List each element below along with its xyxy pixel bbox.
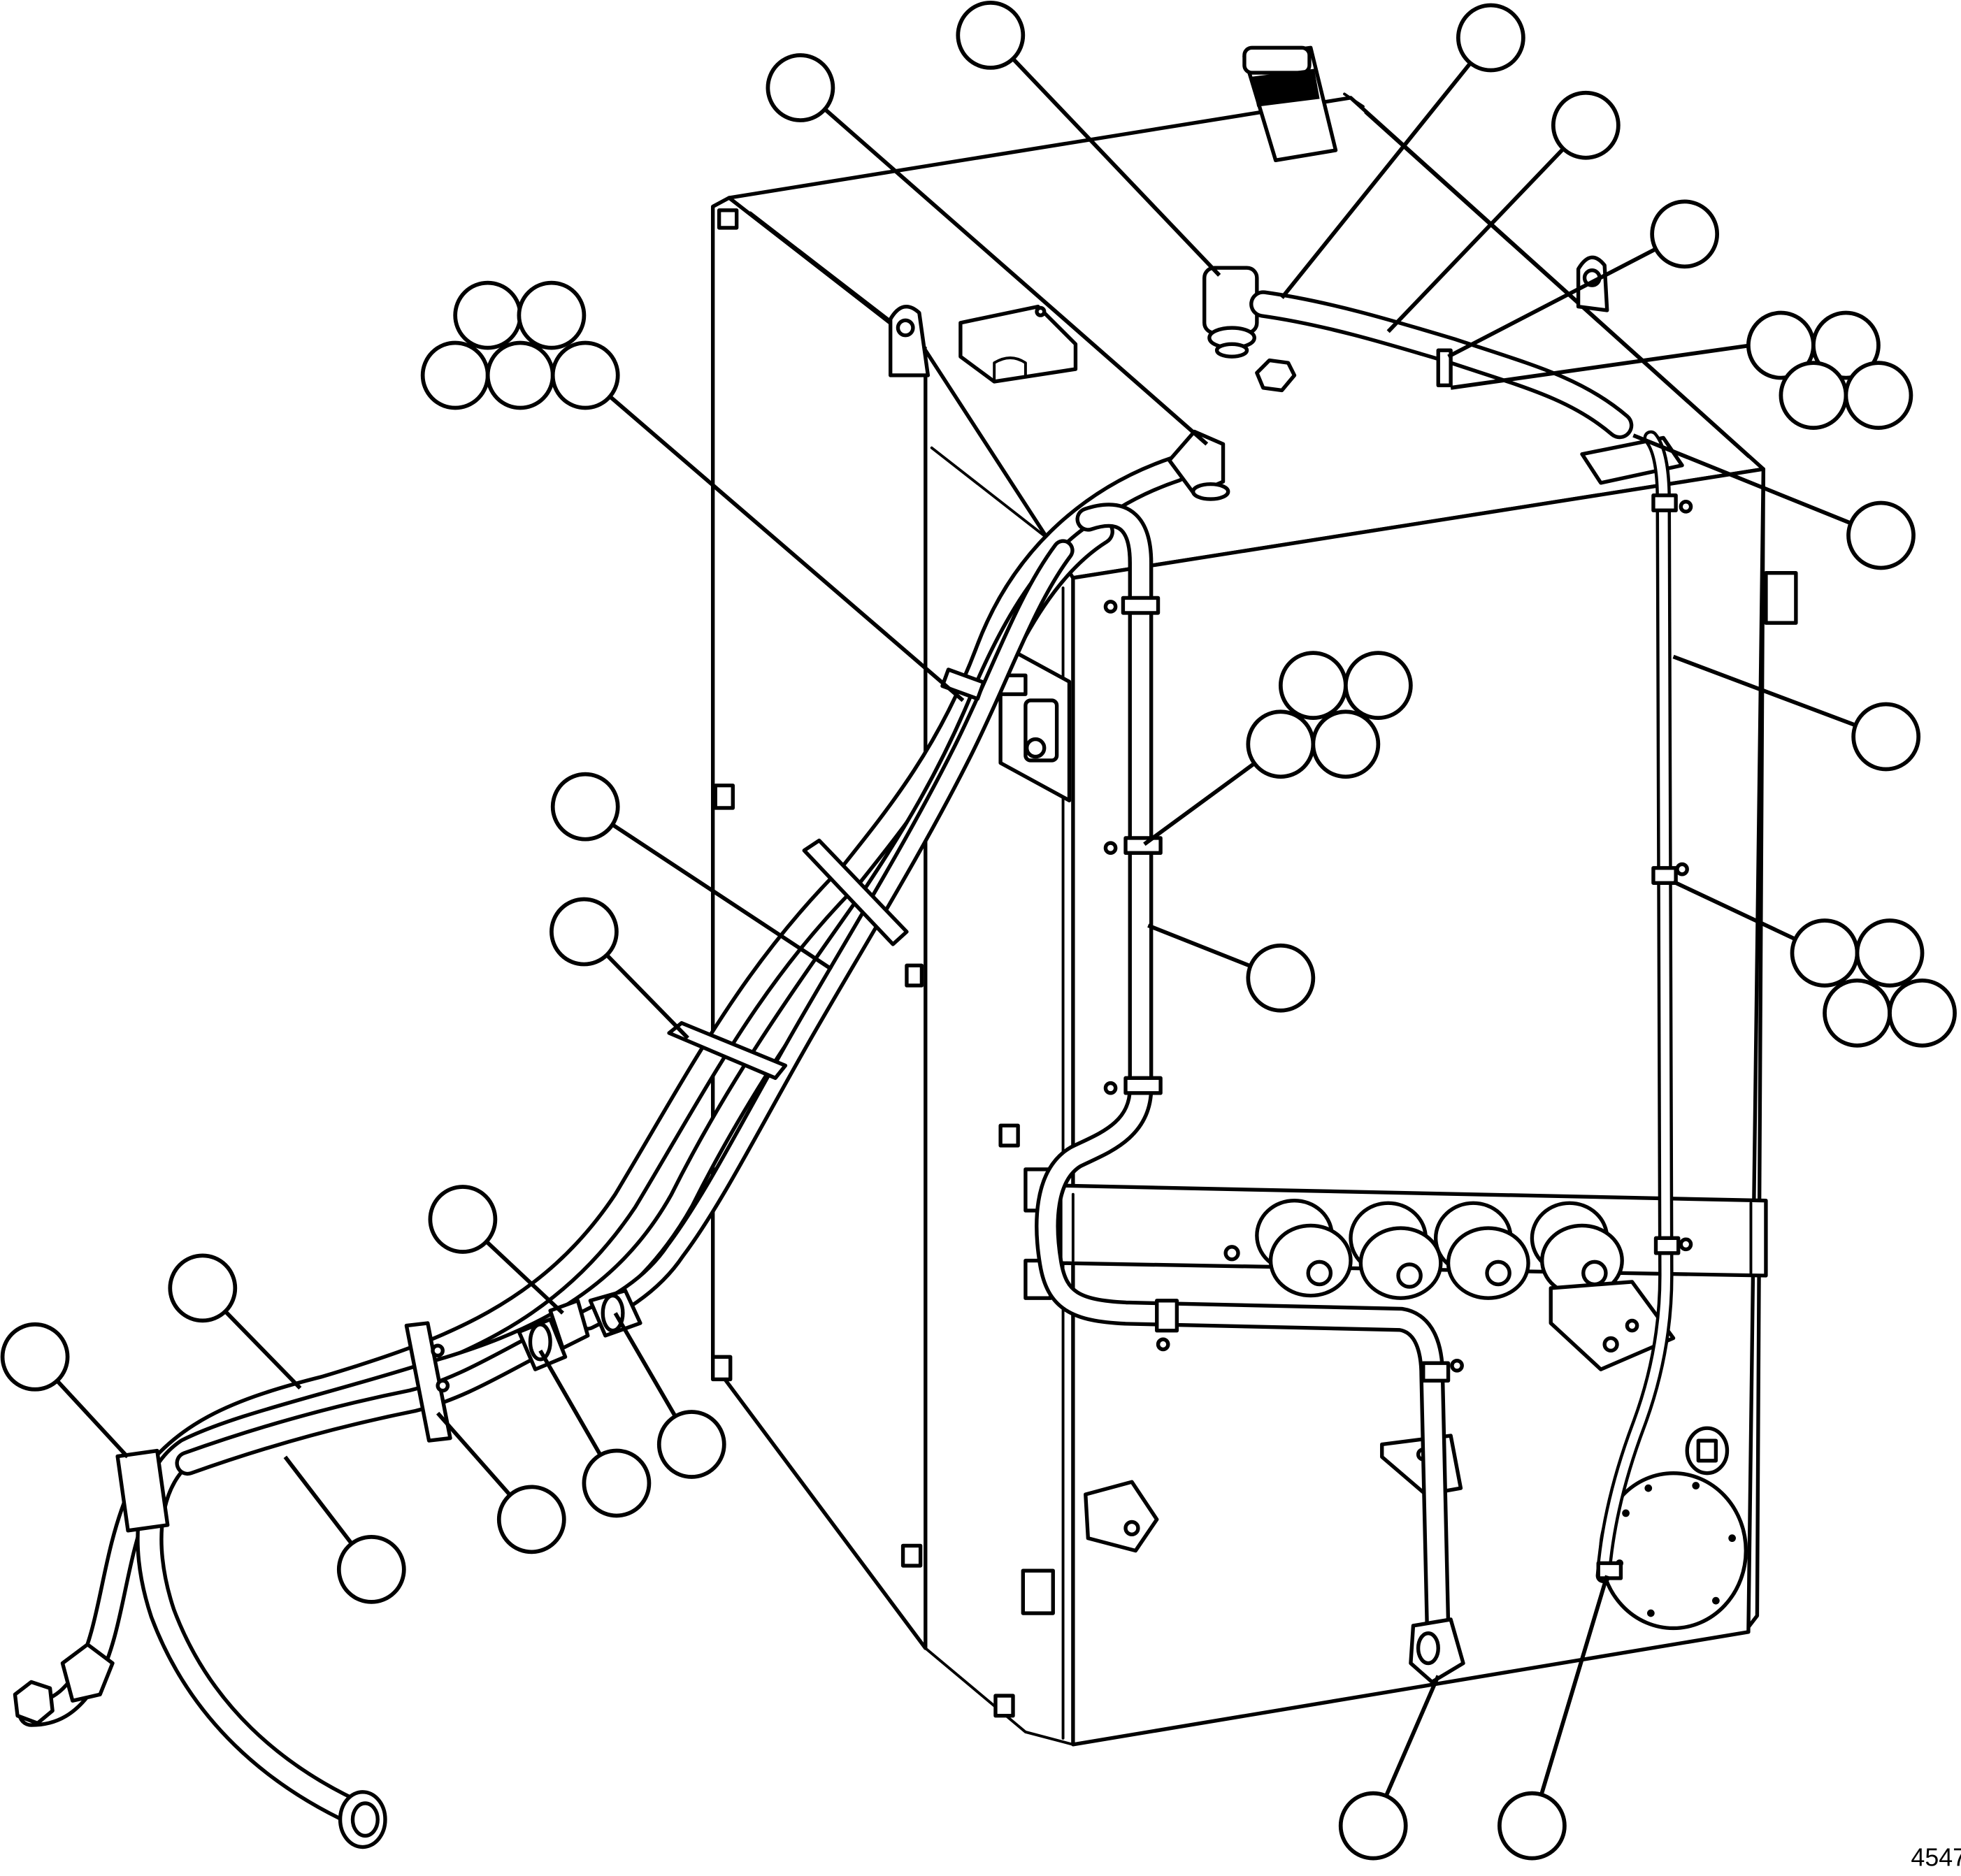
callout-balloon-c08: [420, 340, 490, 410]
tank-tab: [713, 784, 735, 810]
callout-balloon-c12: [1811, 310, 1881, 380]
callout-balloon-c22: [1246, 943, 1316, 1013]
side-fitting-right: [1764, 570, 1798, 625]
callout-balloon-c04: [1650, 199, 1720, 269]
end-fitting-hex: [13, 1680, 55, 1726]
clip-right-tube-4: [1596, 1561, 1623, 1580]
tank-left-bottom-edge: [924, 1647, 1075, 1746]
callout-balloon-c01: [956, 1, 1026, 70]
callout-balloon-c02: [1456, 3, 1525, 73]
side-valve-block: [998, 642, 1072, 802]
callout-balloon-c17: [1343, 651, 1413, 721]
drawing-id-number: 45471: [1911, 1843, 1961, 1871]
clamp-hose-pair-lower: [404, 1321, 452, 1443]
callout-balloon-c27: [1888, 978, 1957, 1048]
callout-balloon-c31: [656, 1410, 726, 1479]
callout-balloon-c33: [496, 1485, 566, 1554]
clip-return-tube-1: [1155, 1299, 1179, 1333]
callout-balloon-c03: [1551, 90, 1621, 160]
lower-elbow-fitting: [1409, 1617, 1465, 1684]
clip-right-tube-3: [1653, 1236, 1681, 1255]
callout-balloon-c21: [550, 772, 620, 842]
breather-valve: [1202, 266, 1259, 359]
tank-tab: [1021, 1568, 1055, 1615]
callout-balloon-c16: [1278, 651, 1348, 721]
hose-fitting-pair: [517, 1288, 642, 1371]
tank-tab: [900, 1543, 923, 1568]
clip-front-tube-3: [1123, 1076, 1163, 1095]
callout-balloon-c06: [453, 280, 523, 350]
callout-balloon-c34: [336, 1535, 406, 1604]
sight-gauge: [1685, 1426, 1730, 1475]
end-fitting-elbow: [60, 1643, 115, 1703]
tank-tab: [710, 1355, 733, 1382]
callout-balloon-c05: [766, 53, 835, 122]
clamp-left-end: [115, 1448, 170, 1533]
end-fitting-swivel: [338, 1790, 387, 1849]
return-filter-3: [1433, 1201, 1530, 1300]
callout-balloon-c18: [1246, 709, 1316, 779]
callout-balloon-c28: [428, 1185, 498, 1254]
callout-balloon-c15: [1846, 500, 1916, 570]
return-filter-4: [1530, 1201, 1624, 1298]
return-filter-2: [1349, 1201, 1443, 1300]
clip-right-tube-1: [1651, 493, 1678, 512]
callout-balloon-c09: [485, 340, 555, 410]
elbow-fitting-top: [1167, 429, 1230, 501]
clamps: [115, 348, 1681, 1580]
clip-right-tube-2: [1651, 866, 1678, 885]
clip-return-tube-2: [1421, 1361, 1451, 1383]
callout-balloon-c32: [582, 1448, 652, 1518]
callout-balloon-c25: [1855, 918, 1925, 988]
callout-balloon-c07: [517, 280, 587, 350]
tank-tab: [998, 1123, 1020, 1148]
callout-balloon-c36: [1497, 1791, 1567, 1861]
hose-suction-2: [136, 517, 1114, 1827]
callout-balloon-c20: [1851, 702, 1921, 772]
clamp-hose-pair-upper: [802, 838, 909, 946]
support-bracket: [1549, 1280, 1676, 1371]
tank-front-panel: [1071, 467, 1766, 1747]
callout-balloon-c29: [168, 1253, 238, 1323]
tank-tab: [993, 1694, 1015, 1718]
mount-bracket-lower: [1084, 1480, 1159, 1553]
clip-breather: [1436, 348, 1453, 387]
clip-front-tube-2: [1123, 836, 1163, 856]
tank-tab: [717, 208, 739, 230]
callout-balloon-c13: [1779, 361, 1848, 430]
callout-balloon-c26: [1823, 978, 1892, 1048]
callout-balloon-c24: [1790, 918, 1860, 988]
callout-balloon-c14: [1844, 361, 1913, 430]
callout-balloon-c30: [0, 1322, 70, 1392]
hoses: [13, 290, 1674, 1849]
callout-balloon-c10: [550, 340, 620, 410]
tank-tab: [905, 963, 924, 988]
callout-balloon-c35: [1338, 1791, 1408, 1861]
drain-plug-top: [1255, 358, 1297, 393]
callout-balloon-c23: [549, 897, 619, 967]
clip-hose-upper: [940, 668, 986, 701]
filler-cap: [1242, 45, 1365, 162]
callout-balloon-c19: [1311, 709, 1381, 779]
clip-front-tube-1: [1121, 596, 1161, 615]
hydraulic-tank: [710, 45, 1798, 1747]
return-filter-1: [1255, 1198, 1353, 1298]
